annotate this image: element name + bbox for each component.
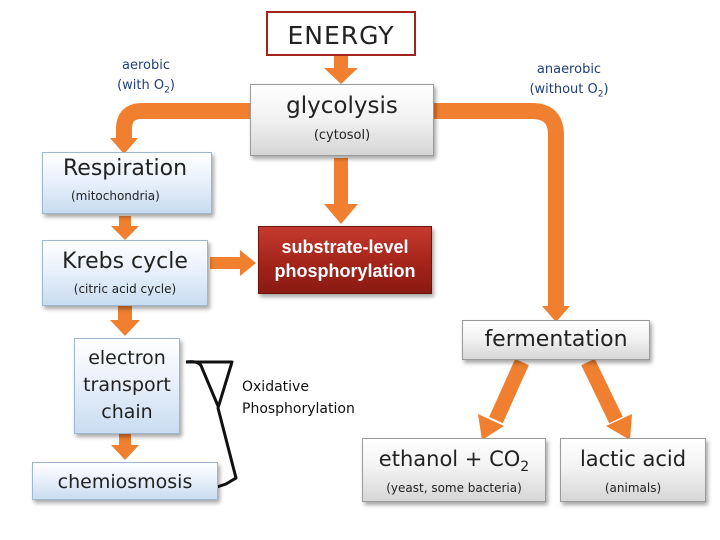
aerobic-line2: (with O2) — [117, 78, 175, 96]
anaerobic-label: anaerobic (without O2) — [504, 60, 634, 105]
glycolysis-sub: (cytosol) — [313, 128, 371, 143]
arrow-fermentation-to-ethanol — [478, 358, 529, 440]
krebs-title: Krebs cycle — [62, 249, 188, 274]
arrow-fermentation-to-lactic — [581, 358, 632, 440]
arrow-krebs-to-substrate — [210, 250, 256, 276]
substrate-box: substrate-level phosphorylation — [258, 226, 432, 294]
glycolysis-title: glycolysis — [286, 93, 398, 119]
etc-box: electron transport chain — [74, 338, 180, 434]
arrow-glycolysis-to-substrate — [324, 158, 358, 224]
arrow-etc-to-chemiosmosis — [111, 434, 139, 460]
aerobic-line1: aerobic — [122, 58, 170, 73]
chemiosmosis-box: chemiosmosis — [32, 462, 218, 500]
etc-line3: chain — [101, 401, 153, 423]
ethanol-sub: (yeast, some bacteria) — [386, 481, 522, 496]
fermentation-label: fermentation — [484, 327, 628, 352]
lactic-box: lactic acid (animals) — [560, 438, 706, 502]
respiration-box: Respiration (mitochondria) — [42, 152, 212, 214]
anaerobic-line2: (without O2) — [529, 82, 609, 100]
krebs-sub: (citric acid cycle) — [73, 282, 177, 296]
energy-label: ENERGY — [287, 21, 395, 50]
krebs-box: Krebs cycle (citric acid cycle) — [42, 240, 208, 306]
arrow-anaerobic-path — [432, 103, 570, 322]
etc-line2: transport — [83, 374, 171, 396]
aerobic-label: aerobic (with O2) — [96, 56, 196, 101]
respiration-title: Respiration — [63, 156, 188, 181]
energy-box: ENERGY — [266, 11, 416, 56]
oxidative-line1: Oxidative — [242, 379, 309, 395]
ethanol-box: ethanol + CO2 (yeast, some bacteria) — [362, 438, 546, 502]
glycolysis-box: glycolysis (cytosol) — [250, 84, 434, 156]
substrate-line1: substrate-level — [281, 237, 409, 257]
chemiosmosis-label: chemiosmosis — [57, 471, 193, 493]
ethanol-title: ethanol + CO2 — [378, 447, 530, 476]
arrow-respiration-to-krebs — [111, 216, 139, 240]
oxidative-label: Oxidative Phosphorylation — [242, 376, 355, 420]
arrow-aerobic-path — [110, 103, 262, 154]
respiration-sub: (mitochondria) — [71, 189, 160, 203]
arrow-energy-to-glycolysis — [324, 54, 358, 84]
substrate-line2: phosphorylation — [274, 261, 416, 281]
anaerobic-line1: anaerobic — [536, 62, 602, 77]
bracket — [186, 360, 238, 490]
arrow-krebs-to-etc — [110, 306, 140, 336]
lactic-title: lactic acid — [579, 447, 687, 471]
etc-line1: electron — [88, 347, 166, 369]
oxidative-line2: Phosphorylation — [242, 401, 355, 417]
lactic-sub: (animals) — [604, 481, 662, 495]
fermentation-box: fermentation — [462, 320, 650, 360]
